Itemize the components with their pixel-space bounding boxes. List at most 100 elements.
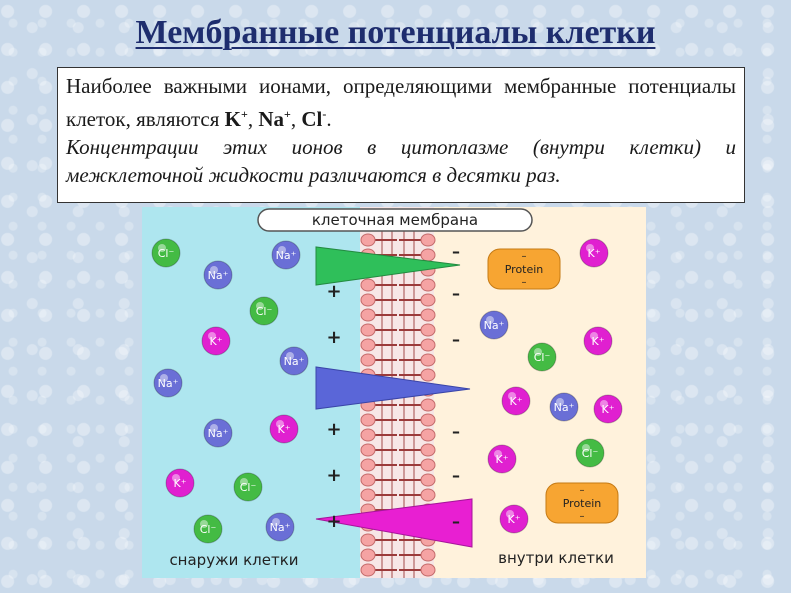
cone-k-gradient: [315, 498, 473, 548]
cone-na-gradient: [315, 366, 471, 410]
protein-minus-sign: –: [580, 511, 585, 522]
ion-k-circle: [487, 444, 517, 474]
outside-plus-sign: +: [326, 419, 341, 440]
ion-na-label: Na⁺: [208, 427, 229, 440]
ion-highlight: [256, 302, 264, 310]
period: .: [326, 107, 332, 131]
lipid-head: [420, 548, 436, 562]
ion-na-circle: [203, 418, 233, 448]
outside-plus-sign: +: [326, 327, 341, 348]
ion-na: Na⁺: [549, 392, 579, 422]
inside-label: внутри клетки: [498, 549, 614, 567]
ion-highlight: [278, 246, 286, 254]
ion-highlight: [586, 244, 594, 252]
lipid-head: [420, 338, 436, 352]
ion-na: Na⁺: [271, 240, 301, 270]
ion-na: Na⁺: [479, 310, 509, 340]
ion-k: K⁺: [487, 444, 517, 474]
ion-cl-circle: [151, 238, 181, 268]
lipid-head: [420, 413, 436, 427]
ion-na-label: Na⁺: [284, 355, 305, 368]
ion-k-label: K⁺: [209, 335, 222, 348]
ion-na-label: Na⁺: [484, 319, 505, 332]
ion-highlight: [210, 266, 218, 274]
protein-body: [487, 248, 561, 290]
lipid-head: [420, 428, 436, 442]
ion-highlight: [600, 400, 608, 408]
inside-minus-sign: –: [452, 242, 460, 261]
ion-highlight: [160, 374, 168, 382]
ion-cl-circle: [527, 342, 557, 372]
ion-highlight: [208, 332, 216, 340]
ion-cl-circle: [575, 438, 605, 468]
inside-minus-sign: –: [452, 284, 460, 303]
ion-highlight: [506, 510, 514, 518]
ion-na: Na⁺: [265, 512, 295, 542]
lipid-head: [360, 473, 376, 487]
ion-highlight: [172, 474, 180, 482]
ion-highlight: [582, 444, 590, 452]
outside-label-bg: [150, 549, 320, 571]
description-paragraph: Наиболее важными ионами, определяющими м…: [66, 72, 736, 133]
ion-highlight: [200, 520, 208, 528]
ion-na: Na⁺: [203, 260, 233, 290]
protein-minus-sign: –: [522, 277, 527, 288]
description-text: Наиболее важными ионами, определяющими м…: [66, 74, 736, 131]
ion-k-circle: [501, 386, 531, 416]
lipid-head: [420, 323, 436, 337]
membrane-label: клеточная мембрана: [312, 211, 478, 229]
ion-na: Na⁺: [153, 368, 183, 398]
ion-cl-label: Cl⁻: [534, 351, 551, 364]
ion-k: K⁺: [269, 414, 299, 444]
outside-plus-sign: +: [326, 281, 341, 302]
ion-na-label: Na⁺: [270, 521, 291, 534]
ion-highlight: [272, 518, 280, 526]
ion-k-label: K⁺: [587, 247, 600, 260]
lipid-head: [420, 563, 436, 577]
outside-plus-sign: +: [326, 511, 341, 532]
ion-cl: Cl⁻: [575, 438, 605, 468]
lipid-head: [420, 248, 436, 262]
ion-highlight: [240, 478, 248, 486]
lipid-head: [420, 473, 436, 487]
ion-cl-circle: [249, 296, 279, 326]
ion-na-label: Na⁺: [554, 401, 575, 414]
lipid-head: [360, 413, 376, 427]
ion-highlight: [590, 332, 598, 340]
ion-k-label: K⁺: [495, 453, 508, 466]
lipid-head: [360, 428, 376, 442]
lipid-head: [360, 338, 376, 352]
ion-highlight: [158, 244, 166, 252]
ion-highlight: [556, 398, 564, 406]
ion-na-label: Na⁺: [158, 377, 179, 390]
protein-body: [545, 482, 619, 524]
ion-cl-label: Cl⁻: [240, 481, 257, 494]
outside-plus-sign: +: [326, 465, 341, 486]
ion-cl-circle: [193, 514, 223, 544]
lipid-head: [360, 353, 376, 367]
ion-k: K⁺: [583, 326, 613, 356]
ion-na-charge: +: [283, 107, 291, 121]
outside-label: снаружи клетки: [169, 551, 298, 569]
separator: ,: [290, 107, 302, 131]
ion-na-circle: [549, 392, 579, 422]
ion-highlight: [508, 392, 516, 400]
inside-minus-sign: –: [452, 512, 460, 531]
page-title: Мембранные потенциалы клетки: [0, 14, 791, 52]
concentration-note: Концентрации этих ионов в цитоплазме (вн…: [66, 135, 736, 187]
ion-k: K⁺: [499, 504, 529, 534]
lipid-head: [360, 563, 376, 577]
ion-highlight: [210, 424, 218, 432]
ion-k-circle: [583, 326, 613, 356]
ion-k-circle: [165, 468, 195, 498]
inside-minus-sign: –: [452, 330, 460, 349]
lipid-head: [360, 233, 376, 247]
ion-k-label: K⁺: [509, 395, 522, 408]
ion-cl-label: Cl⁻: [158, 247, 175, 260]
cone-cl-gradient: [315, 246, 461, 286]
ion-na-circle: [271, 240, 301, 270]
ion-k: K⁺: [501, 386, 531, 416]
inside-minus-sign: –: [452, 466, 460, 485]
lipid-head: [360, 323, 376, 337]
protein-label: Protein: [563, 497, 602, 510]
